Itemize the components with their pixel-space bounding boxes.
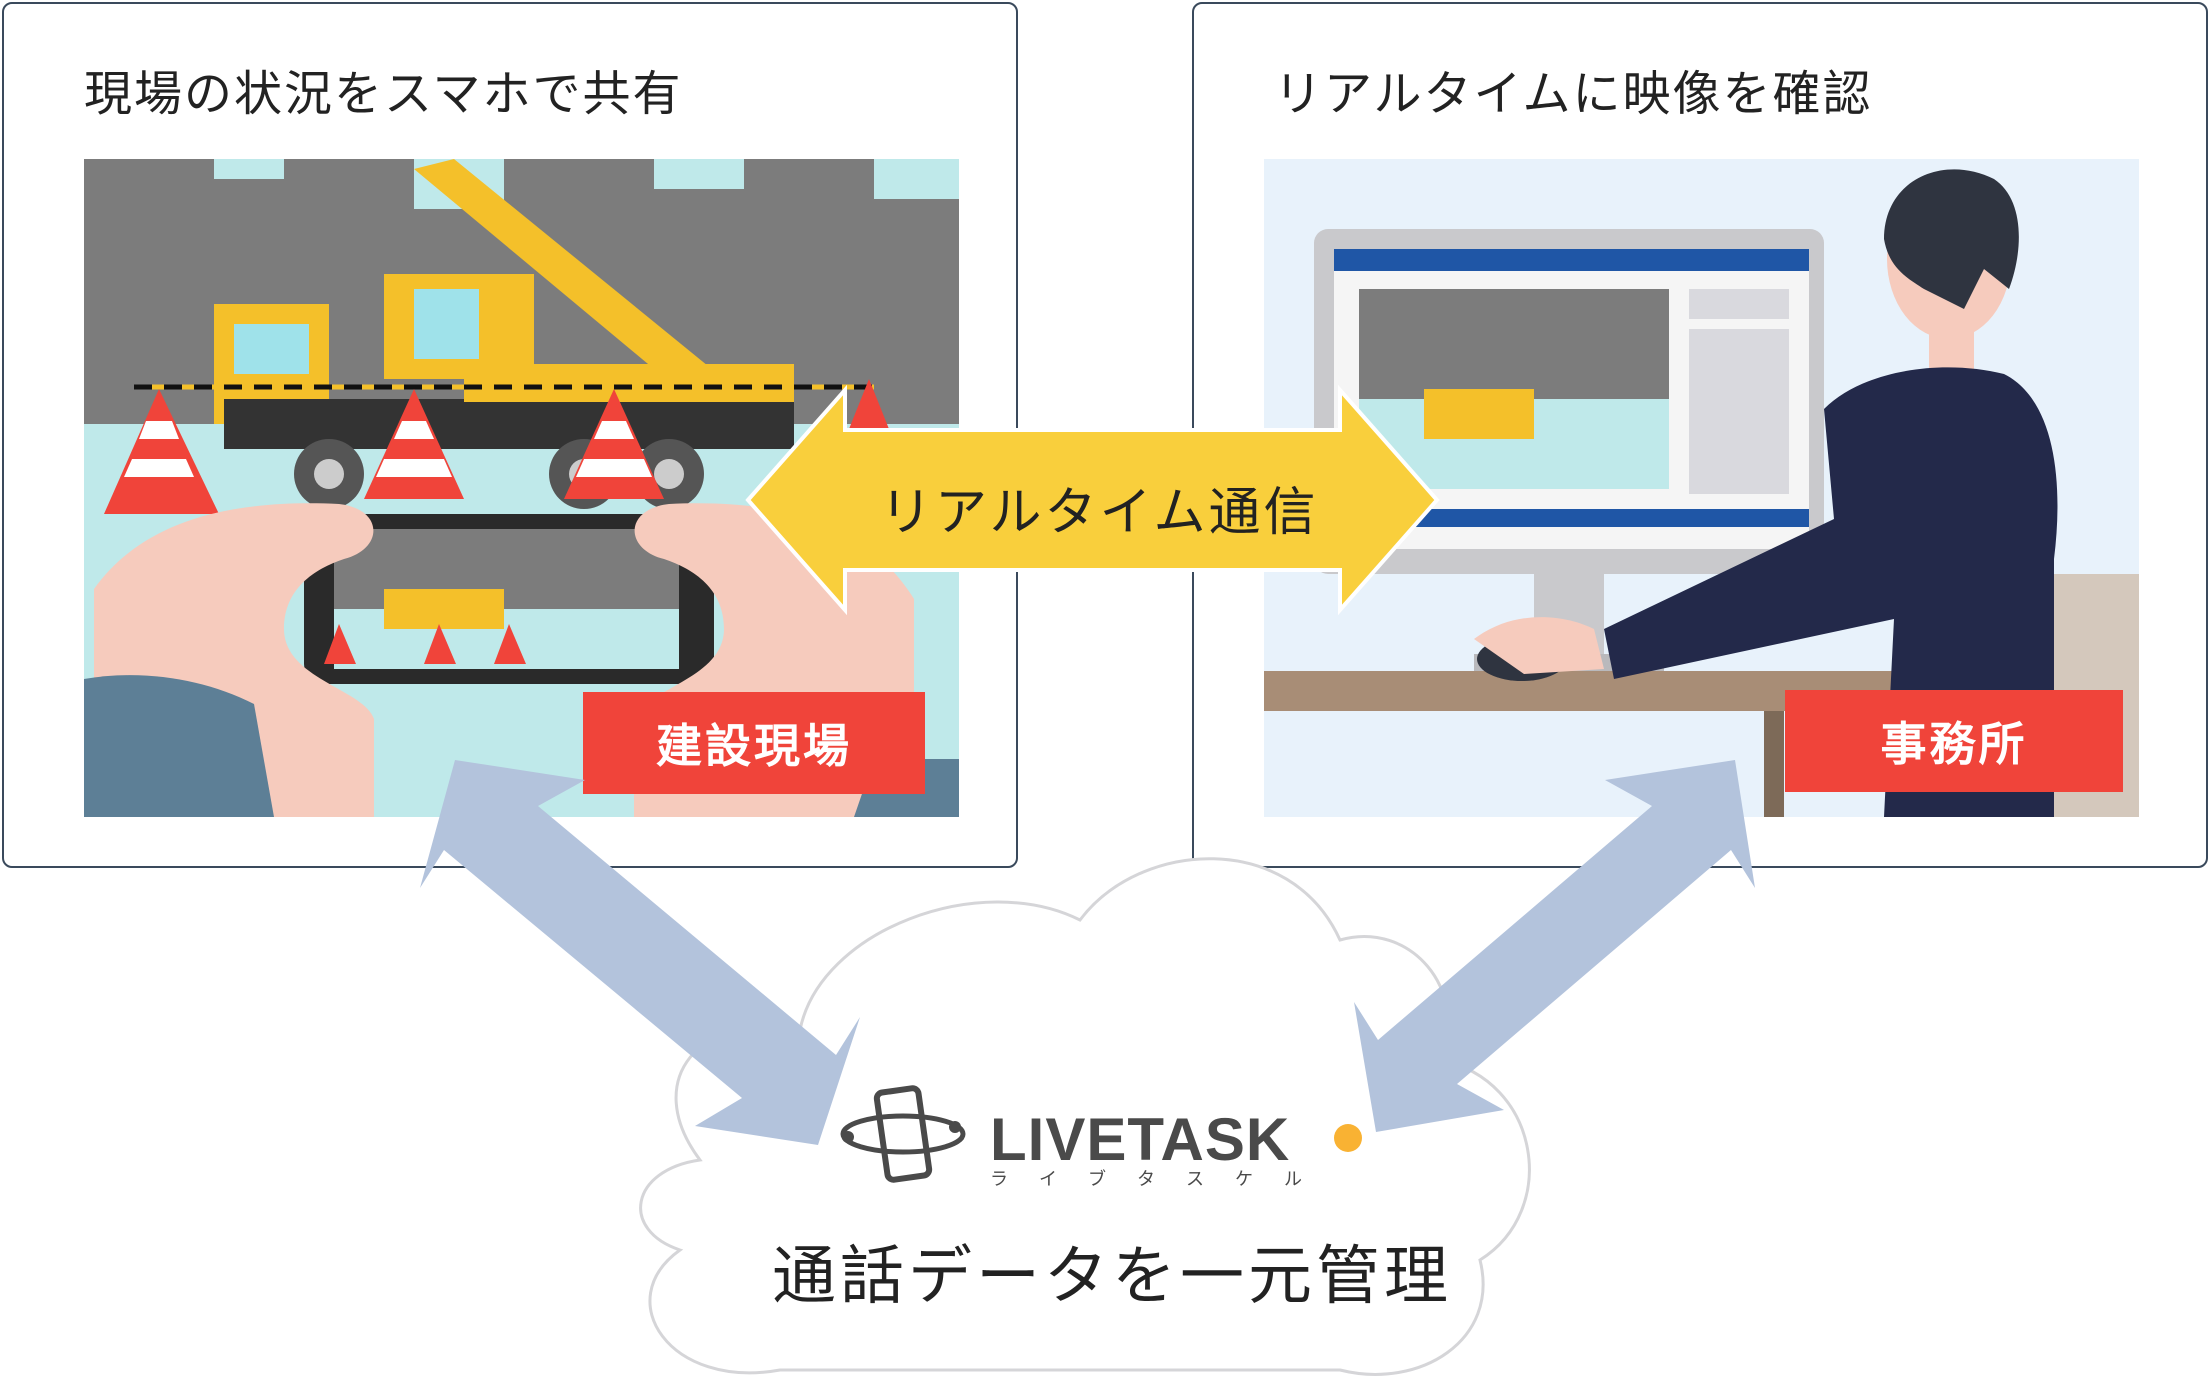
crane-truck [214,159,794,509]
realtime-communication-label: リアルタイム通信 [880,483,1319,543]
livetask-logo-icon [840,1085,1362,1183]
left-sync-arrow [420,760,860,1145]
construction-site-label: 建設現場 [583,692,925,794]
livetask-logo-subtext: ライブタスケル [990,1169,1333,1190]
traffic-cones [104,379,889,514]
left-panel-title: 現場の状況をスマホで共有 [84,66,683,122]
cloud-caption: 通話データを一元管理 [772,1240,1452,1314]
right-panel-title: リアルタイムに映像を確認 [1274,66,1873,122]
office-illustration [1264,159,2139,817]
livetask-logo-text: LIVETASK [990,1106,1291,1173]
right-sync-arrow [1354,760,1755,1132]
office-label: 事務所 [1785,690,2123,792]
realtime-arrow [745,384,1440,616]
